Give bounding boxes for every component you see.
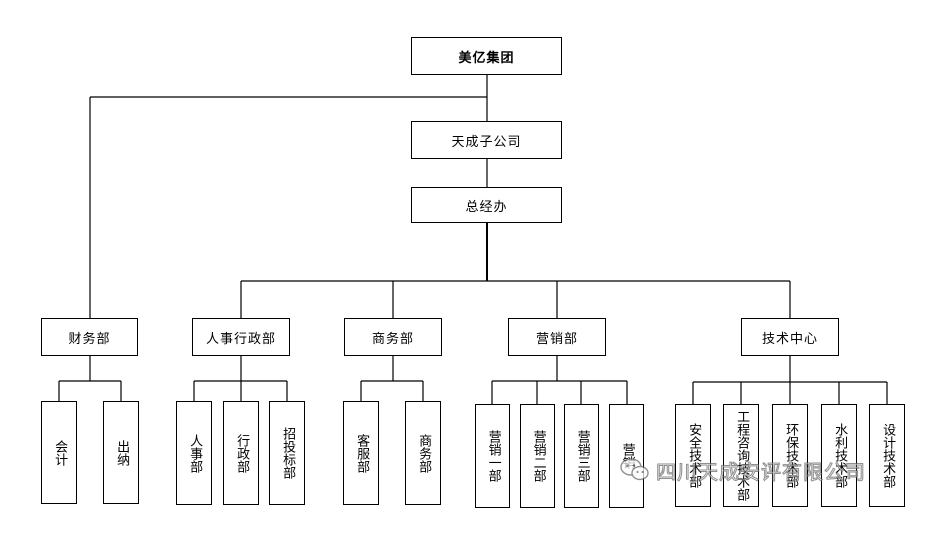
dept-tech: 技术中心 <box>741 318 839 356</box>
unit-safety-tech: 安全技术部 <box>675 404 711 507</box>
connector-lines <box>58 75 888 404</box>
watermark-text: 四川天成安评有限公司 <box>656 459 866 484</box>
dept-hr-admin: 人事行政部 <box>192 318 290 356</box>
unit-customer-service: 客服部 <box>343 401 379 505</box>
node-root: 美亿集团 <box>411 37 562 75</box>
unit-environmental-tech: 环保技术部 <box>772 404 808 507</box>
unit-bidding: 招投标部 <box>269 401 305 505</box>
unit-cashier: 出纳 <box>103 401 139 504</box>
dept-business: 商务部 <box>344 318 442 356</box>
unit-personnel: 人事部 <box>176 401 212 505</box>
unit-design-tech: 设计技术部 <box>869 404 905 507</box>
unit-accounting: 会计 <box>41 401 77 504</box>
dept-finance: 财务部 <box>41 318 138 356</box>
unit-marketing-1: 营销一部 <box>475 404 510 508</box>
watermark: 四川天成安评有限公司 <box>620 455 866 485</box>
unit-administration: 行政部 <box>223 401 259 505</box>
dept-marketing: 营销部 <box>508 318 606 356</box>
unit-marketing-3: 营销三部 <box>564 404 599 508</box>
unit-commerce: 商务部 <box>405 401 441 505</box>
node-subsidiary: 天成子公司 <box>411 121 562 159</box>
node-office: 总经办 <box>411 187 562 223</box>
unit-marketing-2: 营销二部 <box>520 404 555 508</box>
unit-engineering-consulting: 工程咨询技术部 <box>723 404 759 507</box>
wechat-icon <box>620 458 649 481</box>
unit-water-tech: 水利技术部 <box>821 404 857 507</box>
unit-marketing-4: 营销 <box>609 404 644 508</box>
